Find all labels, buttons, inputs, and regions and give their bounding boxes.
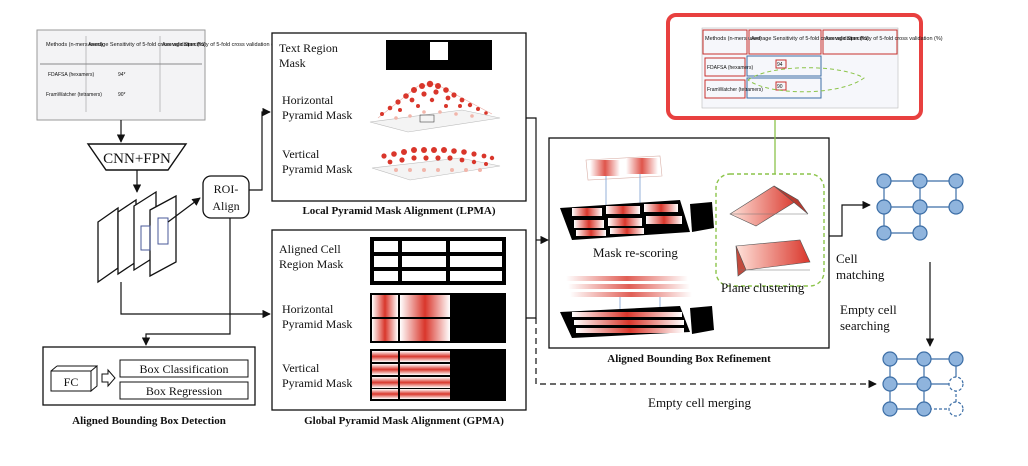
lpma-text-region-label-2: Mask bbox=[279, 56, 306, 70]
horizontal-pyramid-mask-plot bbox=[369, 80, 501, 133]
roi-align-block: ROI- Align bbox=[202, 175, 250, 219]
output-header-sensitivity: Average Sensitivity of 5-fold cross vali… bbox=[751, 36, 869, 42]
output-row1-value: 94 bbox=[777, 62, 783, 68]
empty-cell-node-1 bbox=[948, 376, 964, 392]
gpma-title: Global Pyramid Mask Alignment (GPMA) bbox=[304, 415, 504, 427]
output-header-specificity: Average Specificity of 5-fold cross vali… bbox=[825, 36, 943, 42]
plane-clustering-label: Plane clustering bbox=[721, 280, 805, 295]
gpma-vertical-label-1: Vertical bbox=[282, 361, 320, 375]
global-horizontal-pyramid-mask-image bbox=[370, 293, 506, 343]
cell-graph-bottom bbox=[882, 351, 964, 417]
input-header-sensitivity: Average Sensitivity of 5-fold cross vali… bbox=[88, 42, 206, 48]
empty-cell-searching-label-2: searching bbox=[840, 318, 890, 333]
arrow-roi-to-lpma bbox=[249, 107, 271, 191]
gpma-panel: Aligned Cell Region Mask Horizontal Pyra… bbox=[271, 229, 527, 411]
vertical-pyramid-mask-plot bbox=[371, 147, 501, 181]
input-row1-value: 94* bbox=[118, 72, 126, 78]
detection-panel: FC Box Classification Box Regression bbox=[42, 346, 256, 406]
lpma-panel: Text Region Mask Horizontal Pyramid Mask… bbox=[271, 32, 527, 202]
arrow-roi-to-detection bbox=[141, 218, 231, 346]
cell-graph-top bbox=[876, 173, 964, 241]
cell-matching-label-2: matching bbox=[836, 267, 885, 282]
cell-matching-label-1: Cell bbox=[836, 251, 858, 266]
input-header-specificity: Average Specificity of 5-fold cross vali… bbox=[162, 42, 280, 48]
mask-rescoring-label: Mask re-scoring bbox=[593, 245, 678, 260]
plane-clustering-region bbox=[715, 173, 825, 287]
backbone-label: CNN+FPN bbox=[103, 151, 171, 167]
gpma-horizontal-label-1: Horizontal bbox=[282, 302, 334, 316]
input-row1-method: FDAFSA (hexamers) bbox=[48, 72, 94, 78]
arrow-features-to-gpma bbox=[120, 282, 271, 319]
input-header-methods-1: Methods (n-mers used) bbox=[46, 42, 103, 48]
plane-clustering-plot-top bbox=[729, 185, 809, 227]
global-vertical-pyramid-mask-image bbox=[370, 349, 506, 401]
arrow-lpma-gpma-to-refinement bbox=[526, 117, 537, 319]
empty-cell-node-2 bbox=[948, 401, 964, 417]
gpma-vertical-label-2: Pyramid Mask bbox=[282, 376, 352, 390]
output-table-image: Methods (n-mers used) Average Sensitivit… bbox=[666, 13, 943, 120]
lpma-title: Local Pyramid Mask Alignment (LPMA) bbox=[302, 205, 495, 217]
backbone-block: CNN+FPN bbox=[86, 143, 188, 171]
lpma-text-region-label-1: Text Region bbox=[279, 41, 338, 55]
refinement-title: Aligned Bounding Box Refinement bbox=[607, 353, 771, 365]
plane-clustering-plot-bottom bbox=[735, 239, 811, 277]
rescoring-stack-top bbox=[560, 155, 714, 240]
lpma-vertical-label-2: Pyramid Mask bbox=[282, 162, 352, 176]
output-row2-value: 90 bbox=[777, 84, 783, 90]
rescoring-stack-bottom bbox=[560, 276, 714, 338]
roi-align-label-2: Align bbox=[212, 199, 239, 213]
box-regression-label: Box Regression bbox=[146, 384, 222, 398]
gpma-horizontal-label-2: Pyramid Mask bbox=[282, 317, 352, 331]
refinement-panel: Mask re-scoring Plane clustering bbox=[548, 137, 830, 349]
input-row2-value: 90* bbox=[118, 92, 126, 98]
box-classification-label: Box Classification bbox=[140, 362, 229, 376]
aligned-cell-region-mask-image bbox=[370, 237, 506, 285]
roi-align-label-1: ROI- bbox=[214, 182, 239, 196]
gpma-aligned-cell-label-1: Aligned Cell bbox=[279, 242, 341, 256]
feature-pyramid bbox=[97, 190, 201, 284]
lpma-horizontal-label-1: Horizontal bbox=[282, 93, 334, 107]
output-header-methods: Methods (n-mers used) bbox=[705, 36, 762, 42]
fc-label: FC bbox=[64, 375, 79, 389]
output-row1-method: FDAFSA (hexamers) bbox=[707, 65, 753, 71]
arrow-refinement-to-cell-graph bbox=[829, 200, 871, 237]
arrow-empty-cell-merging bbox=[535, 318, 877, 389]
empty-cell-searching-label-1: Empty cell bbox=[840, 302, 897, 317]
output-row2-method: FramWatcher (tetramers) bbox=[707, 87, 763, 93]
detection-title: Aligned Bounding Box Detection bbox=[72, 415, 226, 427]
lpma-horizontal-label-2: Pyramid Mask bbox=[282, 108, 352, 122]
gpma-aligned-cell-label-2: Region Mask bbox=[279, 257, 343, 271]
input-row2-method: FramWatcher (tetramers) bbox=[46, 92, 102, 98]
input-table-image: Methods (n-mers used) Average Sensitivit… bbox=[36, 29, 280, 121]
lpma-vertical-label-1: Vertical bbox=[282, 147, 320, 161]
empty-cell-merging-label: Empty cell merging bbox=[648, 395, 752, 410]
